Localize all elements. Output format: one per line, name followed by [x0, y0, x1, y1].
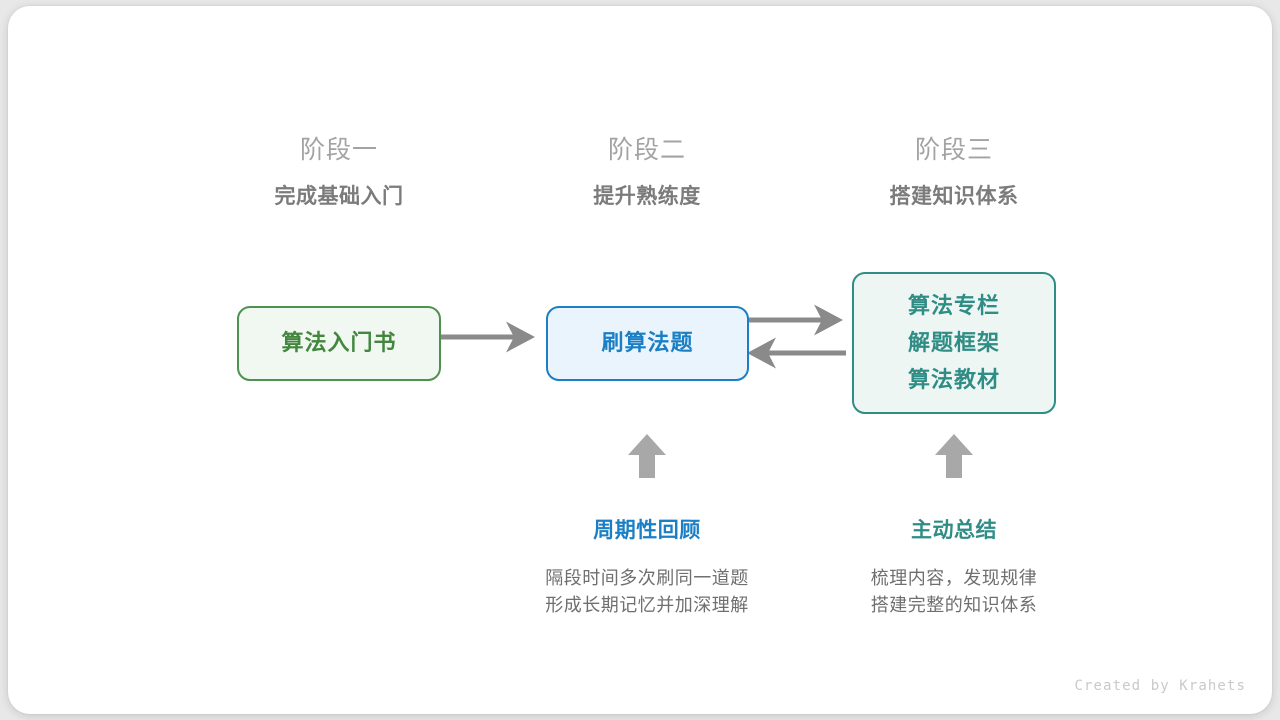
node-practice-problems[interactable]: 刷算法题: [546, 306, 749, 381]
stage-subtitle-3: 搭建知识体系: [889, 184, 1019, 208]
note-periodic-review: 周期性回顾 隔段时间多次刷同一道题 形成长期记忆并加深理解: [487, 515, 807, 619]
note-periodic-review-desc-2: 形成长期记忆并加深理解: [545, 595, 749, 616]
node-resources-line-3: 算法教材: [907, 367, 1000, 393]
node-practice-problems-line-1: 刷算法题: [601, 331, 694, 356]
note-periodic-review-title: 周期性回顾: [593, 518, 701, 542]
arrow-up-periodic-review: [628, 434, 666, 478]
stage-header-2: 阶段二 提升熟练度: [497, 133, 797, 211]
node-resources-line-2: 解题框架: [907, 330, 1000, 356]
watermark-credit: Created by Krahets: [1074, 678, 1246, 694]
note-periodic-review-desc-1: 隔段时间多次刷同一道题: [545, 568, 749, 589]
stage-header-3: 阶段三 搭建知识体系: [804, 133, 1104, 211]
note-active-summary-desc-1: 梳理内容，发现规律: [870, 568, 1038, 589]
node-resources-line-1: 算法专栏: [907, 293, 1000, 319]
stage-name-1: 阶段一: [299, 135, 378, 164]
stage-subtitle-2: 提升熟练度: [593, 184, 701, 208]
arrow-up-active-summary: [935, 434, 973, 478]
note-active-summary: 主动总结 梳理内容，发现规律 搭建完整的知识体系: [794, 515, 1114, 619]
stage-header-1: 阶段一 完成基础入门: [189, 133, 489, 211]
note-active-summary-desc-2: 搭建完整的知识体系: [870, 595, 1038, 616]
stage-name-2: 阶段二: [607, 135, 686, 164]
node-intro-book-line-1: 算法入门书: [281, 331, 397, 356]
diagram-canvas: 阶段一 完成基础入门 阶段二 提升熟练度 阶段三 搭建知识体系: [8, 6, 1272, 714]
stage-name-3: 阶段三: [914, 135, 993, 164]
node-intro-book[interactable]: 算法入门书: [237, 306, 441, 381]
stage-subtitle-1: 完成基础入门: [274, 184, 404, 208]
node-resources[interactable]: 算法专栏 解题框架 算法教材: [852, 272, 1056, 414]
note-active-summary-title: 主动总结: [911, 518, 997, 542]
